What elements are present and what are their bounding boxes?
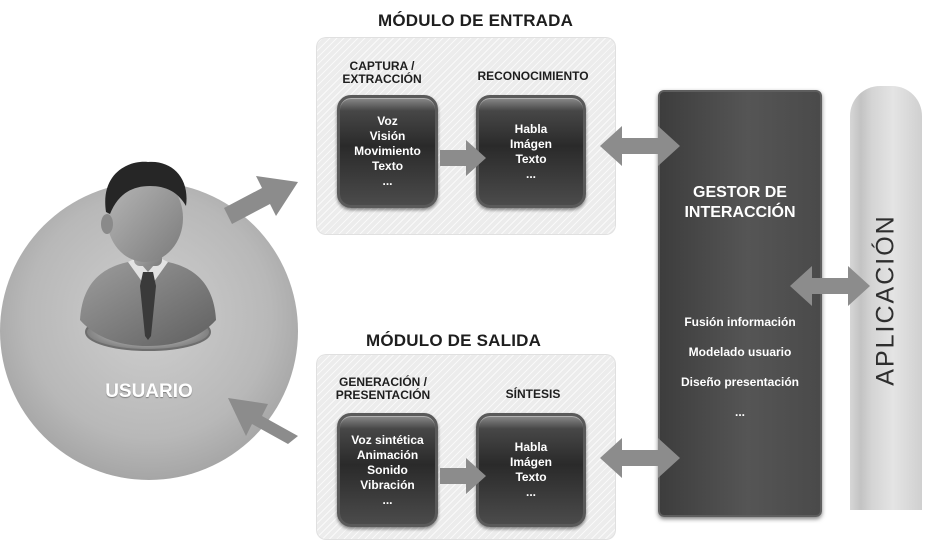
generation-item: Voz sintética — [351, 432, 424, 447]
recognition-item: Imágen — [509, 136, 552, 151]
salida-col2-label: SÍNTESIS — [505, 387, 561, 401]
capture-item: Visión — [369, 129, 406, 143]
entrada-col2-label: RECONOCIMIENTO — [477, 69, 589, 83]
recognition-box: Habla Imágen Texto ... — [476, 95, 586, 208]
entrada-col1-label: CAPTURA / EXTRACCIÓN — [342, 59, 422, 86]
capture-item: Voz — [377, 114, 398, 128]
recognition-gestor-double-arrow — [600, 126, 680, 166]
gestor-aplicacion-double-arrow — [790, 266, 870, 306]
generation-item: Sonido — [367, 462, 408, 477]
gestor-item: Fusión información — [684, 315, 796, 329]
aplicacion-bar — [850, 86, 922, 510]
recognition-item: Texto — [515, 151, 547, 166]
generation-item: Animación — [356, 447, 419, 462]
synthesis-item: Imágen — [509, 455, 552, 469]
capture-box: Voz Visión Movimiento Texto ... — [337, 95, 438, 208]
gestor-item: Diseño presentación — [680, 375, 800, 389]
gestor-item: Modelado usuario — [688, 345, 792, 359]
capture-item: ... — [382, 174, 393, 188]
synthesis-item: Habla — [514, 440, 548, 454]
generation-to-synthesis-arrow — [440, 458, 486, 494]
recognition-item: ... — [525, 166, 536, 181]
recognition-item: Habla — [514, 121, 548, 136]
generation-item: Vibración — [360, 477, 415, 492]
gestor-title: GESTOR DE INTERACCIÓN — [684, 184, 796, 221]
gestor-panel — [658, 90, 822, 517]
synthesis-item: ... — [525, 485, 536, 499]
salida-to-user-arrow — [228, 398, 298, 444]
synthesis-item: Texto — [515, 470, 547, 484]
generation-box: Voz sintética Animación Sonido Vibración… — [337, 413, 438, 527]
capture-to-recognition-arrow — [440, 140, 486, 176]
gestor-item: ... — [734, 405, 745, 419]
capture-item: Texto — [371, 159, 404, 173]
synthesis-box: Habla Imágen Texto ... — [476, 413, 586, 527]
user-to-entrada-arrow — [224, 176, 298, 224]
capture-item: Movimiento — [354, 144, 421, 158]
usuario-label: USUARIO — [105, 381, 193, 402]
synthesis-gestor-double-arrow — [600, 438, 680, 478]
salida-title: MÓDULO DE SALIDA — [366, 331, 542, 350]
entrada-title: MÓDULO DE ENTRADA — [378, 11, 574, 30]
salida-col1-label: GENERACIÓN / PRESENTACIÓN — [335, 375, 431, 402]
generation-item: ... — [382, 492, 393, 507]
